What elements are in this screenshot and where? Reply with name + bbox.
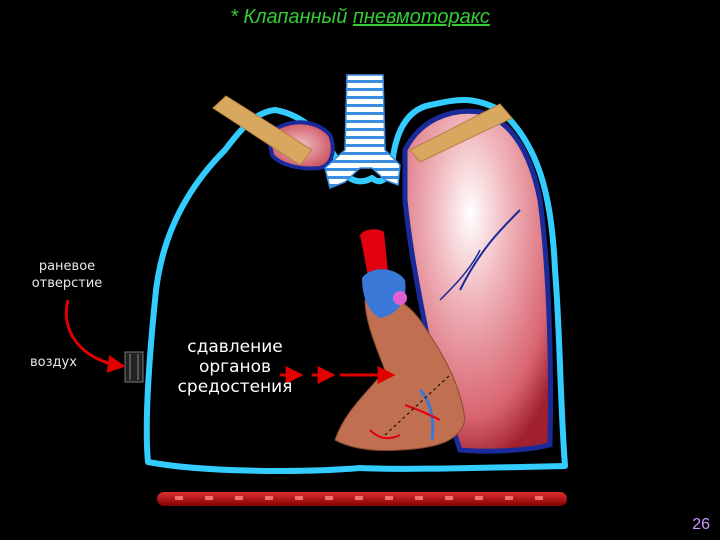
- vessel-pink: [393, 291, 407, 305]
- compression-line3: средостения: [177, 377, 293, 397]
- air-label: воздух: [30, 355, 77, 370]
- lung-vessel: [439, 249, 481, 301]
- blood-vessel: [369, 429, 401, 440]
- page-title: * Клапанный пневмоторакс: [0, 6, 720, 29]
- wound-label-line1: раневое: [38, 259, 96, 274]
- aorta: [360, 229, 388, 276]
- diaphragm-texture: [175, 496, 543, 500]
- chest-cavity-outline: [143, 97, 568, 474]
- compression-line2: органов: [198, 357, 272, 377]
- wound-label: раневое отверстие: [12, 258, 122, 292]
- vena-cava: [362, 269, 406, 318]
- air-entry-arrow: [64, 299, 126, 373]
- compression-label: сдавление органов средостения: [160, 337, 310, 397]
- clavicle-left: [212, 95, 313, 166]
- dashed-guide: [384, 374, 451, 436]
- title-underlined: пневмоторакс: [352, 6, 490, 28]
- blood-vessel: [404, 404, 441, 421]
- compression-line1: сдавление: [187, 337, 283, 357]
- blood-vessel: [418, 388, 435, 441]
- trachea: [324, 74, 401, 190]
- clavicle-right: [409, 103, 513, 163]
- title-prefix: * Клапанный: [230, 6, 348, 28]
- wound-valve: [124, 351, 144, 383]
- page-number: 26: [692, 516, 710, 533]
- lung-vessel: [459, 209, 521, 291]
- wound-label-line2: отверстие: [31, 276, 103, 291]
